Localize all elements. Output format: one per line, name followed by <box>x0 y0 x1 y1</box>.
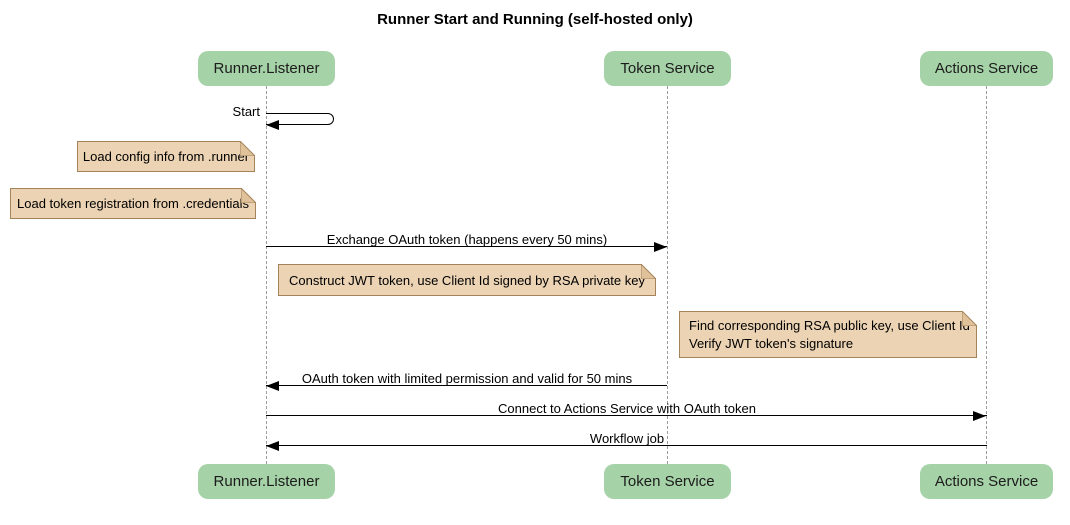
diagram-title: Runner Start and Running (self-hosted on… <box>377 11 693 28</box>
message-exchange-oauth-arrowhead-icon <box>654 242 667 252</box>
lifeline-runner-listener <box>266 86 267 464</box>
participant-label: Runner.Listener <box>213 60 320 77</box>
note-text: Load token registration from .credential… <box>17 196 249 211</box>
message-workflow-job-line <box>266 445 987 446</box>
folded-corner-icon <box>962 311 977 326</box>
participant-label: Actions Service <box>934 60 1039 77</box>
participant-runner-listener-bottom: Runner.Listener <box>198 464 335 499</box>
message-oauth-token-return-label: OAuth token with limited permission and … <box>301 371 633 386</box>
self-message-loop-line <box>266 113 334 125</box>
participant-token-service-top: Token Service <box>604 51 731 86</box>
message-exchange-oauth-label: Exchange OAuth token (happens every 50 m… <box>326 232 608 247</box>
message-workflow-job-arrowhead-icon <box>266 441 279 451</box>
lifeline-token-service <box>667 86 668 464</box>
lifeline-actions-service <box>986 86 987 464</box>
participant-token-service-bottom: Token Service <box>604 464 731 499</box>
note-load-config: Load config info from .runner <box>77 141 255 172</box>
message-connect-actions-label: Connect to Actions Service with OAuth to… <box>498 401 756 416</box>
message-oauth-token-return-line <box>266 385 667 386</box>
participant-actions-service-top: Actions Service <box>920 51 1053 86</box>
note-construct-jwt: Construct JWT token, use Client Id signe… <box>278 264 656 296</box>
participant-label: Runner.Listener <box>213 473 320 490</box>
note-verify-jwt: Find corresponding RSA public key, use C… <box>679 311 977 358</box>
message-exchange-oauth-line <box>266 246 667 247</box>
note-load-token-registration: Load token registration from .credential… <box>10 188 256 219</box>
message-connect-actions-line <box>266 415 987 416</box>
participant-label: Actions Service <box>934 473 1039 490</box>
message-workflow-job-label: Workflow job <box>589 431 665 446</box>
note-text-line2: Verify JWT token's signature <box>689 336 854 351</box>
self-message-arrowhead-icon <box>266 120 279 130</box>
folded-corner-icon <box>241 188 256 203</box>
participant-label: Token Service <box>620 473 715 490</box>
participant-runner-listener-top: Runner.Listener <box>198 51 335 86</box>
folded-corner-icon <box>240 141 255 156</box>
note-text-line1: Find corresponding RSA public key, use C… <box>689 318 970 333</box>
participant-label: Token Service <box>620 60 715 77</box>
note-text: Load config info from .runner <box>82 149 250 164</box>
message-oauth-token-return-arrowhead-icon <box>266 381 279 391</box>
self-message-start-label: Start <box>232 104 260 119</box>
note-text: Construct JWT token, use Client Id signe… <box>289 272 645 288</box>
folded-corner-icon <box>641 264 656 279</box>
participant-actions-service-bottom: Actions Service <box>920 464 1053 499</box>
message-connect-actions-arrowhead-icon <box>973 411 986 421</box>
